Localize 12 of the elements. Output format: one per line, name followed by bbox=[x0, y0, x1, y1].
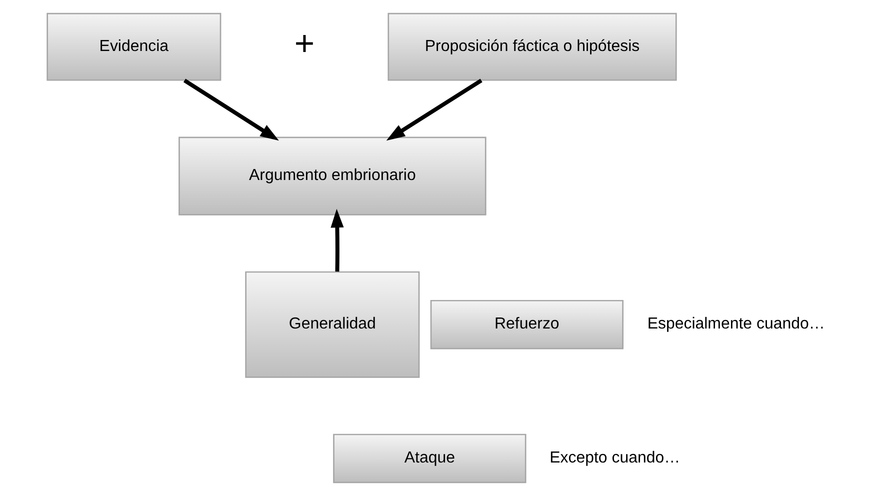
node-box: Refuerzo bbox=[430, 300, 624, 350]
node-box: Generalidad bbox=[245, 271, 420, 378]
node-box: Evidencia bbox=[46, 12, 222, 81]
node-label: Excepto cuando… bbox=[550, 450, 680, 467]
arrow bbox=[386, 78, 482, 141]
node-box: Ataque bbox=[333, 434, 526, 484]
label: + bbox=[294, 25, 315, 64]
arrow bbox=[330, 208, 344, 272]
node-box: Proposición fáctica o hipótesis bbox=[388, 12, 677, 81]
arrow bbox=[183, 78, 279, 141]
node-label: Especialmente cuando… bbox=[647, 316, 825, 333]
node-box: Argumento embrionario bbox=[178, 136, 486, 216]
